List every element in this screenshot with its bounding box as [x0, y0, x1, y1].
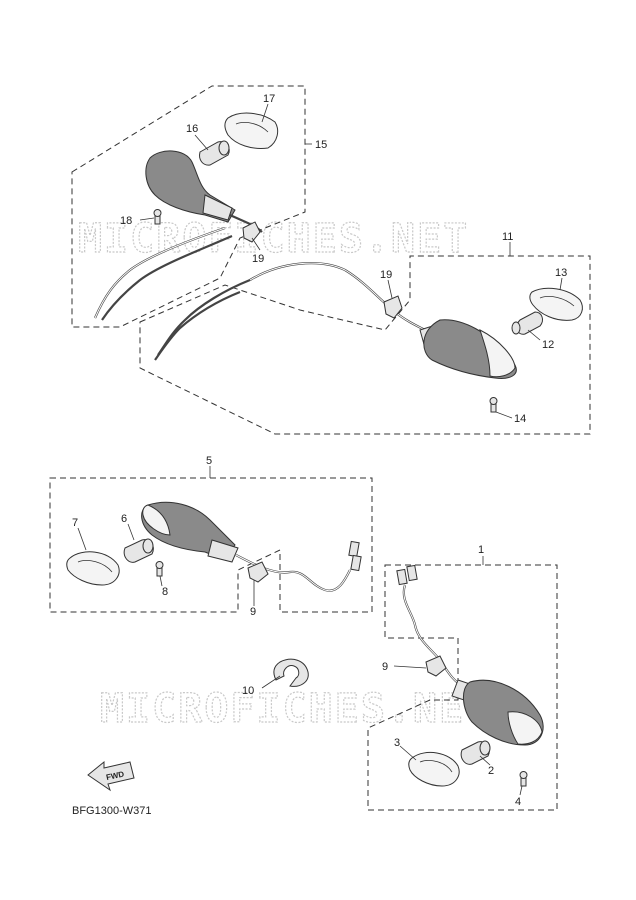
bulb-16	[199, 140, 230, 166]
callout-12: 12	[542, 339, 554, 351]
clamp-9a	[247, 561, 269, 583]
watermark-bottom: MICROFICHES.NET	[100, 686, 491, 732]
clamp-19a	[242, 221, 261, 243]
lens-13	[529, 287, 583, 321]
callout-17: 17	[263, 93, 275, 105]
callout-19a: 19	[252, 253, 264, 265]
screw-18	[153, 209, 162, 225]
assembly-15-boundary	[71, 85, 306, 328]
lens-3	[408, 751, 460, 787]
callout-18: 18	[120, 215, 132, 227]
callout-3: 3	[394, 737, 400, 749]
lens-7	[66, 551, 120, 586]
turn-signal-15	[93, 150, 263, 321]
callout-9b: 9	[382, 661, 388, 673]
fwd-label: FWD	[105, 770, 125, 783]
callout-7: 7	[72, 517, 78, 529]
callout-11: 11	[502, 231, 513, 243]
callout-19b: 19	[380, 269, 392, 281]
callout-14: 14	[514, 413, 526, 425]
bulb-6	[123, 538, 154, 563]
callout-16: 16	[186, 123, 198, 135]
screw-14	[489, 397, 498, 413]
screw-4	[519, 771, 528, 787]
callout-8: 8	[162, 586, 168, 598]
leader-lines	[77, 103, 563, 796]
lens-17	[224, 112, 279, 149]
fwd-arrow-icon: FWD	[87, 760, 135, 792]
clamp-9b	[425, 655, 447, 677]
bulb-12	[511, 311, 543, 335]
callout-2: 2	[488, 765, 494, 777]
clip-10	[273, 658, 309, 687]
assembly-11-boundary	[139, 255, 591, 435]
bulb-2	[460, 740, 491, 765]
callout-1: 1	[478, 544, 484, 556]
callout-15: 15	[315, 139, 327, 151]
screw-8	[155, 561, 164, 577]
assembly-5-boundary	[49, 477, 373, 613]
clamp-19b	[383, 295, 403, 319]
callout-9a: 9	[250, 606, 256, 618]
callout-4: 4	[515, 796, 521, 808]
turn-signal-1	[396, 564, 544, 746]
callout-6: 6	[121, 513, 127, 525]
callout-10: 10	[242, 685, 254, 697]
watermark-top: MICROFICHES.NET	[78, 216, 469, 262]
turn-signal-11	[154, 262, 517, 379]
diagram-code: BFG1300-W371	[72, 805, 151, 817]
callout-13: 13	[555, 267, 567, 279]
callout-5: 5	[206, 455, 212, 467]
